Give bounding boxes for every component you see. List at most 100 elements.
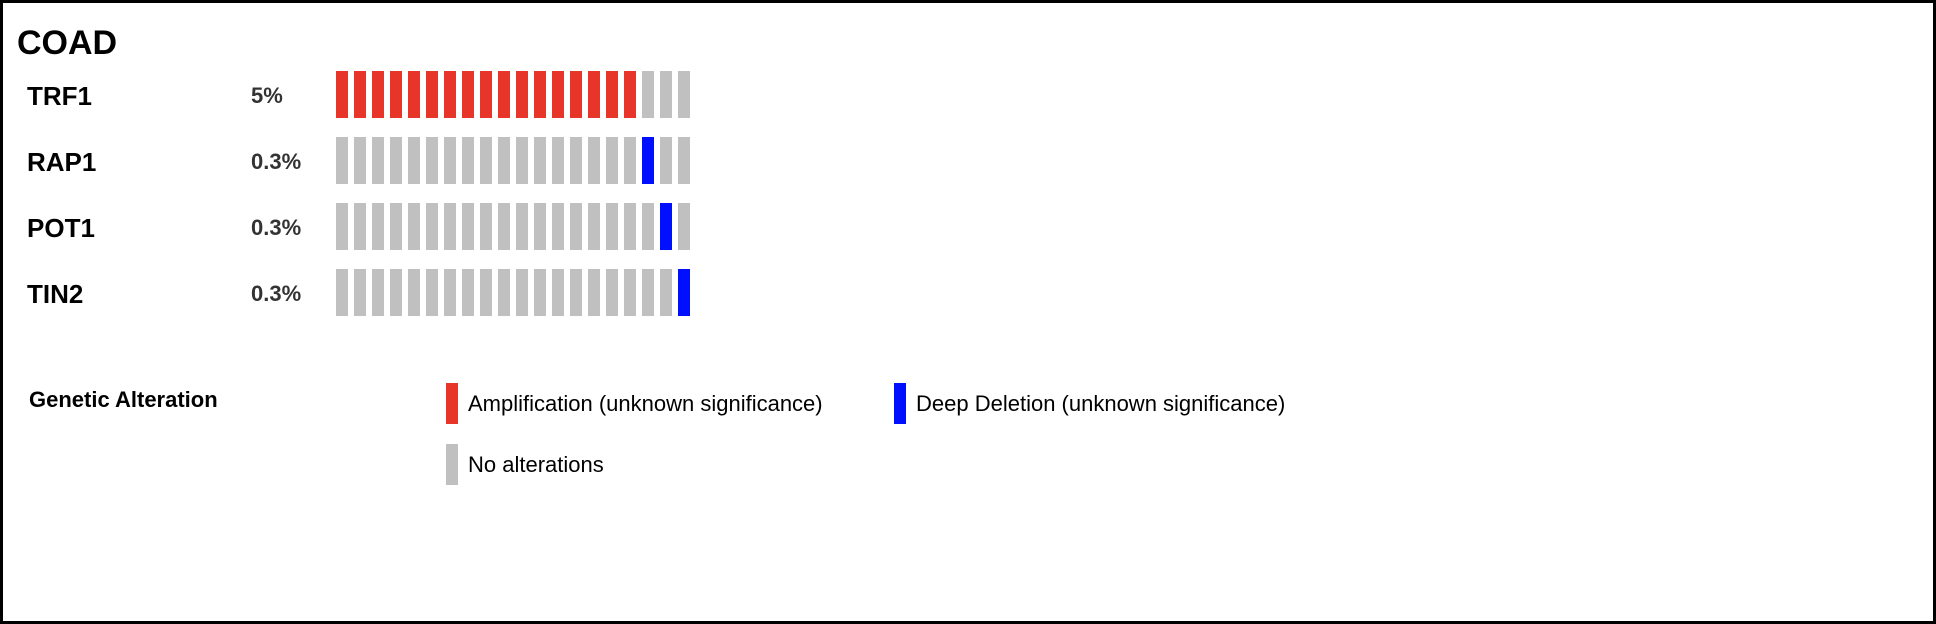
- amplification-cell[interactable]: [372, 71, 384, 118]
- no-alteration-cell[interactable]: [462, 137, 474, 184]
- no-alteration-cell[interactable]: [570, 137, 582, 184]
- no-alteration-cell[interactable]: [624, 269, 636, 316]
- amplification-cell[interactable]: [570, 71, 582, 118]
- legend-label-amplification: Amplification (unknown significance): [468, 391, 823, 416]
- no-alteration-cell[interactable]: [408, 137, 420, 184]
- no-alteration-cell[interactable]: [588, 203, 600, 250]
- no-alteration-cell[interactable]: [498, 203, 510, 250]
- cancer-type-title: COAD: [17, 24, 118, 62]
- alteration-frequency-label: 5%: [251, 83, 283, 108]
- no-alteration-cell[interactable]: [516, 269, 528, 316]
- no-alteration-cell[interactable]: [480, 137, 492, 184]
- no-alteration-cell[interactable]: [426, 269, 438, 316]
- no-alteration-cell[interactable]: [642, 71, 654, 118]
- legend-label-deep-deletion: Deep Deletion (unknown significance): [916, 391, 1286, 416]
- no-alteration-cell[interactable]: [444, 269, 456, 316]
- deep-deletion-cell[interactable]: [678, 269, 690, 316]
- no-alteration-cell[interactable]: [606, 269, 618, 316]
- no-alteration-cell[interactable]: [390, 137, 402, 184]
- alteration-frequency-label: 0.3%: [251, 281, 302, 306]
- no-alteration-cell[interactable]: [462, 203, 474, 250]
- no-alteration-cell[interactable]: [372, 269, 384, 316]
- amplification-cell[interactable]: [516, 71, 528, 118]
- amplification-cell[interactable]: [624, 71, 636, 118]
- no-alteration-cell[interactable]: [354, 203, 366, 250]
- no-alteration-cell[interactable]: [606, 203, 618, 250]
- amplification-cell[interactable]: [588, 71, 600, 118]
- no-alteration-cell[interactable]: [678, 203, 690, 250]
- amplification-cell[interactable]: [534, 71, 546, 118]
- no-alteration-cell[interactable]: [390, 269, 402, 316]
- no-alteration-cell[interactable]: [372, 203, 384, 250]
- no-alteration-cell[interactable]: [642, 269, 654, 316]
- no-alteration-cell[interactable]: [678, 71, 690, 118]
- amplification-cell[interactable]: [426, 71, 438, 118]
- amplification-cell[interactable]: [408, 71, 420, 118]
- no-alteration-cell[interactable]: [444, 203, 456, 250]
- no-alteration-cell[interactable]: [480, 269, 492, 316]
- gene-label: TRF1: [27, 81, 92, 111]
- legend-label-no-alterations: No alterations: [468, 452, 604, 477]
- no-alteration-cell[interactable]: [534, 137, 546, 184]
- gene-label: POT1: [27, 213, 95, 243]
- amplification-cell[interactable]: [354, 71, 366, 118]
- no-alteration-cell[interactable]: [606, 137, 618, 184]
- amplification-cell[interactable]: [444, 71, 456, 118]
- amplification-cell[interactable]: [390, 71, 402, 118]
- no-alteration-cell[interactable]: [426, 203, 438, 250]
- no-alteration-cell[interactable]: [534, 203, 546, 250]
- no-alteration-cell[interactable]: [552, 203, 564, 250]
- no-alteration-cell[interactable]: [624, 137, 636, 184]
- no-alteration-cell[interactable]: [498, 137, 510, 184]
- no-alteration-cell[interactable]: [372, 137, 384, 184]
- amplification-cell[interactable]: [606, 71, 618, 118]
- no-alteration-cell[interactable]: [390, 203, 402, 250]
- deep-deletion-swatch: [894, 383, 906, 424]
- deep-deletion-cell[interactable]: [642, 137, 654, 184]
- no-alteration-cell[interactable]: [660, 137, 672, 184]
- no-alteration-cell[interactable]: [678, 137, 690, 184]
- no-alteration-swatch: [446, 444, 458, 485]
- amplification-swatch: [446, 383, 458, 424]
- no-alteration-cell[interactable]: [336, 203, 348, 250]
- amplification-cell[interactable]: [336, 71, 348, 118]
- no-alteration-cell[interactable]: [552, 137, 564, 184]
- no-alteration-cell[interactable]: [588, 137, 600, 184]
- gene-label: TIN2: [27, 279, 84, 309]
- no-alteration-cell[interactable]: [408, 269, 420, 316]
- no-alteration-cell[interactable]: [462, 269, 474, 316]
- no-alteration-cell[interactable]: [426, 137, 438, 184]
- deep-deletion-cell[interactable]: [660, 203, 672, 250]
- gene-track-pot1: POT1 0.3%: [3, 203, 703, 251]
- no-alteration-cell[interactable]: [444, 137, 456, 184]
- no-alteration-cell[interactable]: [570, 203, 582, 250]
- no-alteration-cell[interactable]: [588, 269, 600, 316]
- amplification-cell[interactable]: [498, 71, 510, 118]
- no-alteration-cell[interactable]: [534, 269, 546, 316]
- amplification-cell[interactable]: [552, 71, 564, 118]
- no-alteration-cell[interactable]: [660, 71, 672, 118]
- no-alteration-cell[interactable]: [336, 137, 348, 184]
- no-alteration-cell[interactable]: [354, 137, 366, 184]
- no-alteration-cell[interactable]: [552, 269, 564, 316]
- gene-track-trf1: TRF1 5%: [3, 71, 703, 119]
- alteration-frequency-label: 0.3%: [251, 149, 302, 174]
- alteration-frequency-label: 0.3%: [251, 215, 302, 240]
- no-alteration-cell[interactable]: [516, 203, 528, 250]
- amplification-cell[interactable]: [480, 71, 492, 118]
- no-alteration-cell[interactable]: [660, 269, 672, 316]
- no-alteration-cell[interactable]: [354, 269, 366, 316]
- no-alteration-cell[interactable]: [408, 203, 420, 250]
- gene-track-tin2: TIN2 0.3%: [3, 269, 703, 317]
- no-alteration-cell[interactable]: [336, 269, 348, 316]
- amplification-cell[interactable]: [462, 71, 474, 118]
- no-alteration-cell[interactable]: [516, 137, 528, 184]
- no-alteration-cell[interactable]: [480, 203, 492, 250]
- no-alteration-cell[interactable]: [642, 203, 654, 250]
- no-alteration-cell[interactable]: [498, 269, 510, 316]
- no-alteration-cell[interactable]: [570, 269, 582, 316]
- no-alteration-cell[interactable]: [624, 203, 636, 250]
- legend-title: Genetic Alteration: [29, 387, 218, 412]
